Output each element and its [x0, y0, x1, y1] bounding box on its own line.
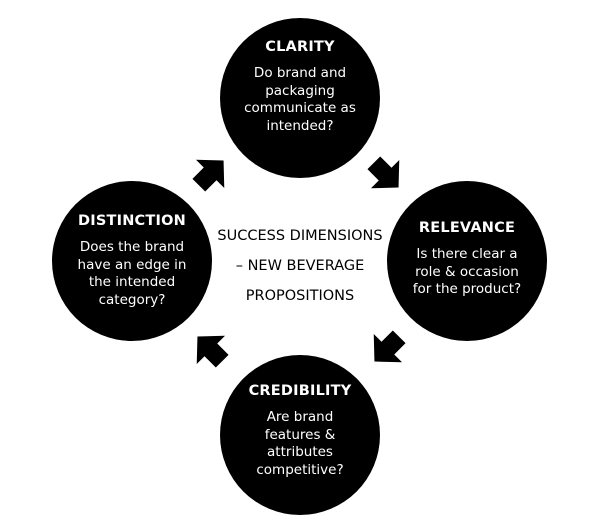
node-description: Are brand features & attributes competit… [234, 409, 366, 479]
center-label-line: SUCCESS DIMENSIONS [217, 228, 383, 244]
node-credibility: CREDIBILITY Are brand features & attribu… [220, 355, 380, 515]
description-line: attributes [267, 444, 333, 460]
node-distinction: DISTINCTION Does the brand have an edge … [52, 181, 212, 341]
arrow-relevance-to-credibility-icon [373, 330, 406, 363]
arrow-credibility-to-distinction-icon [196, 335, 229, 368]
center-label-line: – NEW BEVERAGE [235, 258, 365, 274]
node-clarity: CLARITY Do brand and packaging communica… [220, 18, 380, 178]
description-line: Are brand [266, 409, 334, 425]
arrow-distinction-to-clarity-icon [192, 159, 225, 192]
diagram-center-label: SUCCESS DIMENSIONS – NEW BEVERAGE PROPOS… [195, 221, 405, 311]
description-line: features & [264, 426, 336, 443]
description-line: the intended [88, 274, 176, 290]
node-title: DISTINCTION [78, 213, 186, 229]
node-title: CREDIBILITY [248, 383, 352, 399]
node-title: CLARITY [265, 39, 335, 55]
description-line: intended? [266, 117, 334, 134]
node-title: RELEVANCE [418, 220, 516, 236]
description-line: competitive? [256, 461, 344, 478]
description-line: category? [98, 291, 166, 308]
center-label-line: PROPOSITIONS [245, 288, 355, 304]
node-description: Do brand and packaging communicate as in… [234, 65, 366, 135]
description-line: role & occasion [415, 263, 519, 280]
description-line: packaging [265, 82, 335, 99]
description-line: Do brand and [253, 65, 347, 81]
node-description: Is there clear a role & occasion for the… [401, 246, 533, 299]
description-line: for the product? [412, 281, 522, 297]
arrow-clarity-to-relevance-icon [367, 156, 400, 189]
description-line: Does the brand [79, 239, 185, 255]
node-relevance: RELEVANCE Is there clear a role & occasi… [387, 181, 547, 341]
description-line: have an edge in [77, 256, 187, 273]
description-line: communicate as [244, 100, 356, 116]
description-line: Is there clear a [416, 246, 518, 262]
node-description: Does the brand have an edge in the inten… [62, 239, 202, 309]
